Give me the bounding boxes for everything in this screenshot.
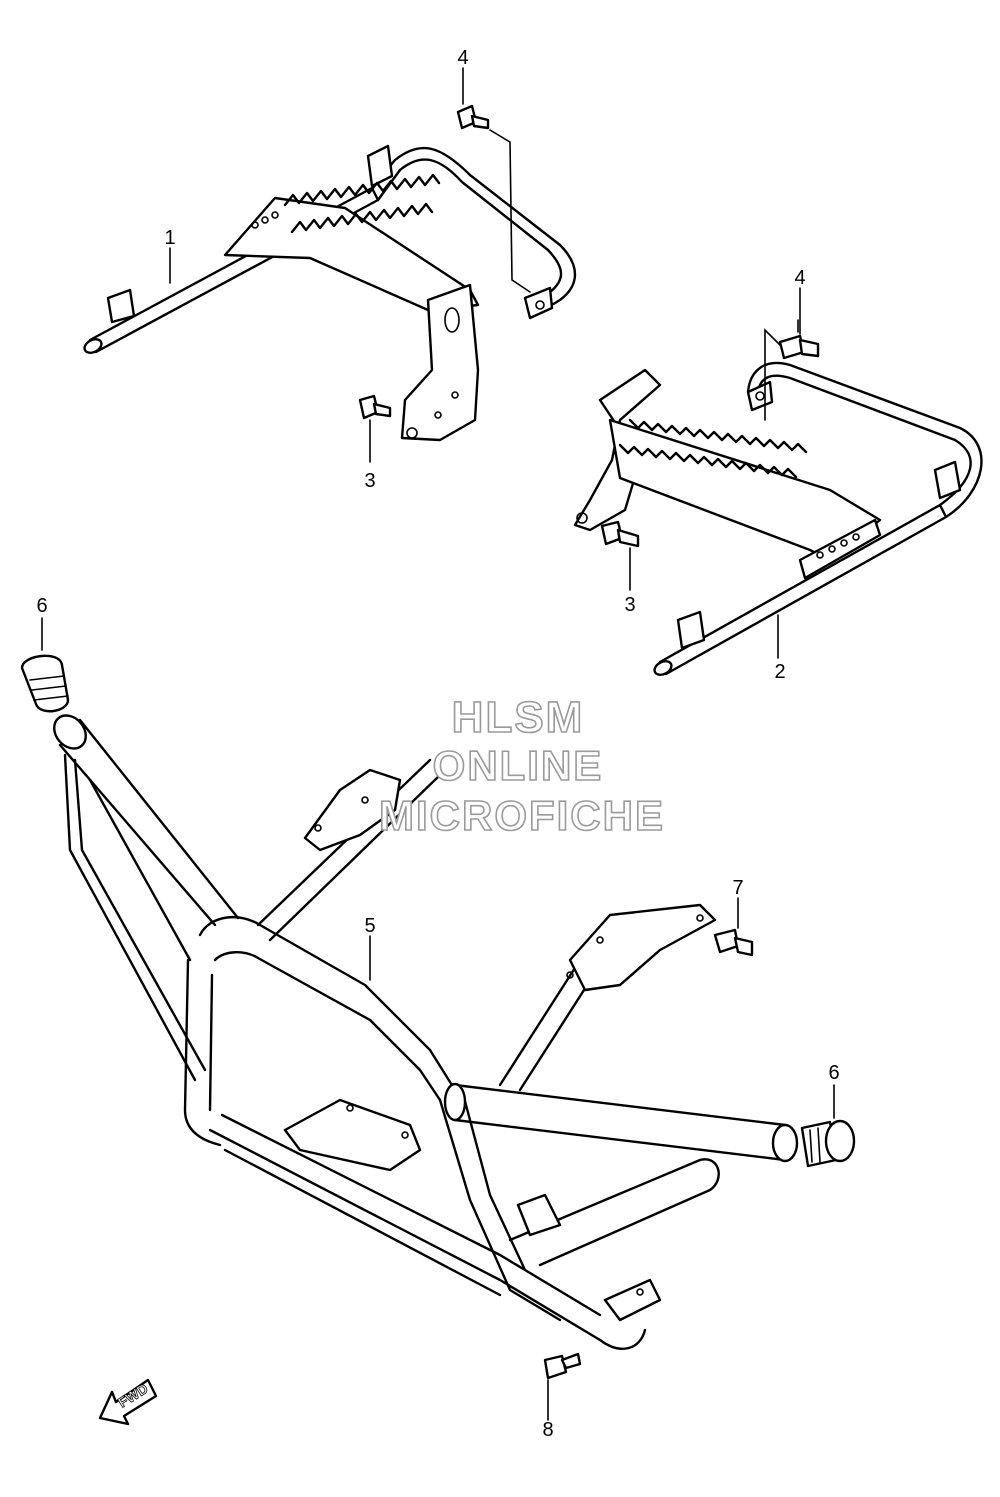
- callout-5: 5: [364, 915, 375, 937]
- callout-4-upper: 4: [457, 47, 468, 69]
- bolt-3-upper[interactable]: [358, 394, 392, 463]
- callout-6-left: 6: [36, 595, 47, 617]
- footrest-right[interactable]: [573, 361, 983, 678]
- fwd-arrow-icon: FWD: [98, 1378, 158, 1426]
- bolt-3-right[interactable]: [600, 520, 640, 591]
- callout-4-right: 4: [794, 267, 805, 289]
- callout-3-right: 3: [624, 594, 635, 616]
- bolt-8[interactable]: [543, 1352, 582, 1421]
- callout-3-upper: 3: [364, 470, 375, 492]
- bolt-4-right[interactable]: [764, 319, 820, 421]
- callout-6-right: 6: [828, 1062, 839, 1084]
- front-bumper[interactable]: [48, 709, 799, 1350]
- watermark-line-1: HLSM: [452, 693, 585, 742]
- end-cap-right[interactable]: [800, 1084, 856, 1168]
- bolt-4-upper[interactable]: [456, 104, 531, 293]
- callout-7: 7: [732, 877, 743, 899]
- footrest-left[interactable]: [82, 144, 577, 442]
- bolt-7[interactable]: [713, 897, 754, 957]
- end-cap-left[interactable]: [20, 617, 70, 713]
- callout-2: 2: [774, 661, 785, 683]
- watermark-line-2: ONLINE: [433, 742, 604, 789]
- watermark-line-3: MICROFICHE: [379, 792, 665, 839]
- callout-1: 1: [164, 227, 175, 249]
- callout-8: 8: [542, 1419, 553, 1441]
